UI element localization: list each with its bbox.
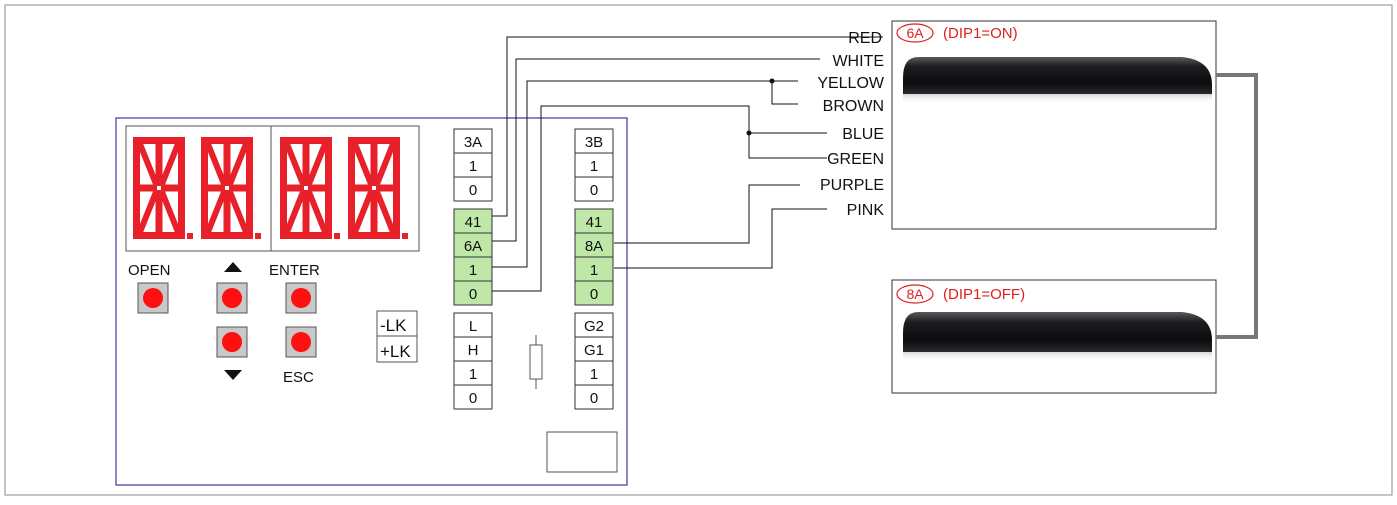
terminal-block-3b-cell: 1 <box>590 158 598 175</box>
terminal-block-6a: 41 6A 1 0 <box>453 208 493 306</box>
blue-green-junction <box>746 130 752 136</box>
terminal-block-3a: 3A 1 0 <box>453 128 493 202</box>
terminal-block-lh-cell: H <box>468 342 479 359</box>
page-frame <box>4 4 1393 496</box>
sensor-6a-circle <box>896 23 934 43</box>
terminal-block-8a-cell: 0 <box>590 286 598 303</box>
lock-terminal: -LK +LK <box>376 310 418 363</box>
terminal-block-lh: LH 1 0 <box>453 312 493 410</box>
terminal-block-8a: 41 8A 1 0 <box>574 208 614 306</box>
minus-lk-label: -LK <box>380 316 407 335</box>
terminal-block-lh-cell: 0 <box>469 390 477 407</box>
terminal-block-6a-cell: 0 <box>469 286 477 303</box>
sensor-8a-label: (DIP1=OFF) <box>943 286 1025 303</box>
wire-lines <box>492 36 883 292</box>
wire-yellow-label: YELLOW <box>817 75 885 92</box>
terminal-block-lh-cell: 1 <box>469 366 477 383</box>
resistor-symbol <box>529 335 543 389</box>
display-digit-1 <box>133 137 193 239</box>
enter-button[interactable] <box>285 282 317 314</box>
segment-display <box>125 125 420 252</box>
up-arrow-icon <box>224 262 242 272</box>
terminal-block-g-cell: G1 <box>584 342 604 359</box>
wire-brown-label: BROWN <box>823 98 884 115</box>
terminal-block-8a-cell: 8A <box>585 238 603 255</box>
terminal-block-g-cell: 1 <box>590 366 598 383</box>
terminal-block-3b: 3B 1 0 <box>574 128 614 202</box>
terminal-block-lh-cell: L <box>469 318 477 335</box>
terminal-block-3a-cell: 3A <box>464 134 482 151</box>
terminal-block-g-cell: G2 <box>584 318 604 335</box>
sensor-6a: 6A (DIP1=ON) <box>891 20 1217 230</box>
wire-red-label: RED <box>848 30 882 47</box>
sensor-link-cable <box>1216 73 1258 339</box>
yellow-brown-junction <box>769 78 775 84</box>
sensor-6a-body <box>903 57 1212 94</box>
terminal-block-3b-cell: 3B <box>585 134 603 151</box>
sensor-8a-id: 8A <box>906 286 924 302</box>
enter-label: ENTER <box>269 262 320 279</box>
down-arrow-icon <box>224 370 242 380</box>
plus-lk-label: +LK <box>380 342 411 361</box>
terminal-block-8a-cell: 1 <box>590 262 598 279</box>
wire-green-label: GREEN <box>827 151 884 168</box>
display-digit-2 <box>201 137 261 239</box>
terminal-block-3a-cell: 0 <box>469 182 477 199</box>
open-button[interactable] <box>137 282 169 314</box>
terminal-block-6a-cell: 41 <box>465 214 482 231</box>
terminal-block-8a-cell: 41 <box>586 214 603 231</box>
terminal-block-3a-cell: 1 <box>469 158 477 175</box>
down-button[interactable] <box>216 326 248 358</box>
wire-purple-label: PURPLE <box>820 177 884 194</box>
sensor-8a-circle <box>896 284 934 304</box>
terminal-block-6a-cell: 1 <box>469 262 477 279</box>
connector-box <box>546 431 618 473</box>
up-button[interactable] <box>216 282 248 314</box>
sensor-6a-id: 6A <box>906 25 924 41</box>
sensor-8a-body <box>903 312 1212 352</box>
terminal-block-3b-cell: 0 <box>590 182 598 199</box>
wire-white-label: WHITE <box>832 53 884 70</box>
wire-blue-label: BLUE <box>842 126 884 143</box>
display-digit-4 <box>348 137 408 239</box>
display-digit-3 <box>280 137 340 239</box>
sensor-6a-label: (DIP1=ON) <box>943 25 1018 42</box>
wire-pink-label: PINK <box>847 202 885 219</box>
terminal-block-6a-cell: 6A <box>464 238 482 255</box>
esc-label: ESC <box>283 369 314 386</box>
open-label: OPEN <box>128 262 171 279</box>
sensor-8a: 8A (DIP1=OFF) <box>891 279 1217 394</box>
esc-button[interactable] <box>285 326 317 358</box>
terminal-block-g-cell: 0 <box>590 390 598 407</box>
